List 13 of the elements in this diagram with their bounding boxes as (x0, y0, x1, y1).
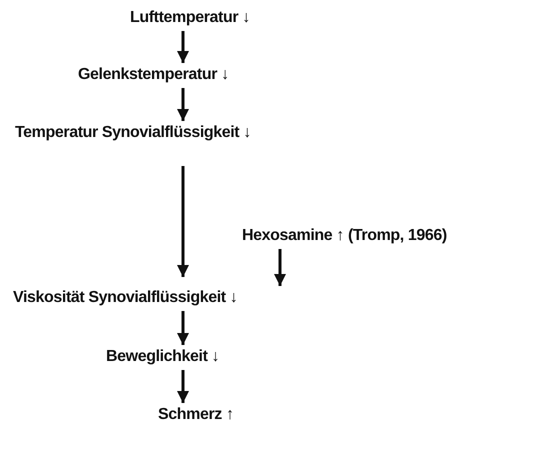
arrow (177, 166, 189, 277)
node-label: Gelenkstemperatur ↓ (76, 64, 231, 86)
arrow (177, 31, 189, 63)
node-label: Viskosität Synovialflüssigkeit ↓ (11, 287, 240, 309)
node-label: Temperatur Synovialflüssigkeit ↓ (13, 122, 253, 144)
node-label: Beweglichkeit ↓ (104, 346, 222, 368)
arrow (177, 311, 189, 345)
node-label: Schmerz ↑ (156, 404, 236, 426)
node-label: Hexosamine ↑ (Tromp, 1966) (240, 225, 449, 247)
arrow (177, 88, 189, 121)
arrow (274, 249, 286, 286)
node-label: Lufttemperatur ↓ (128, 7, 252, 29)
arrow (177, 370, 189, 403)
